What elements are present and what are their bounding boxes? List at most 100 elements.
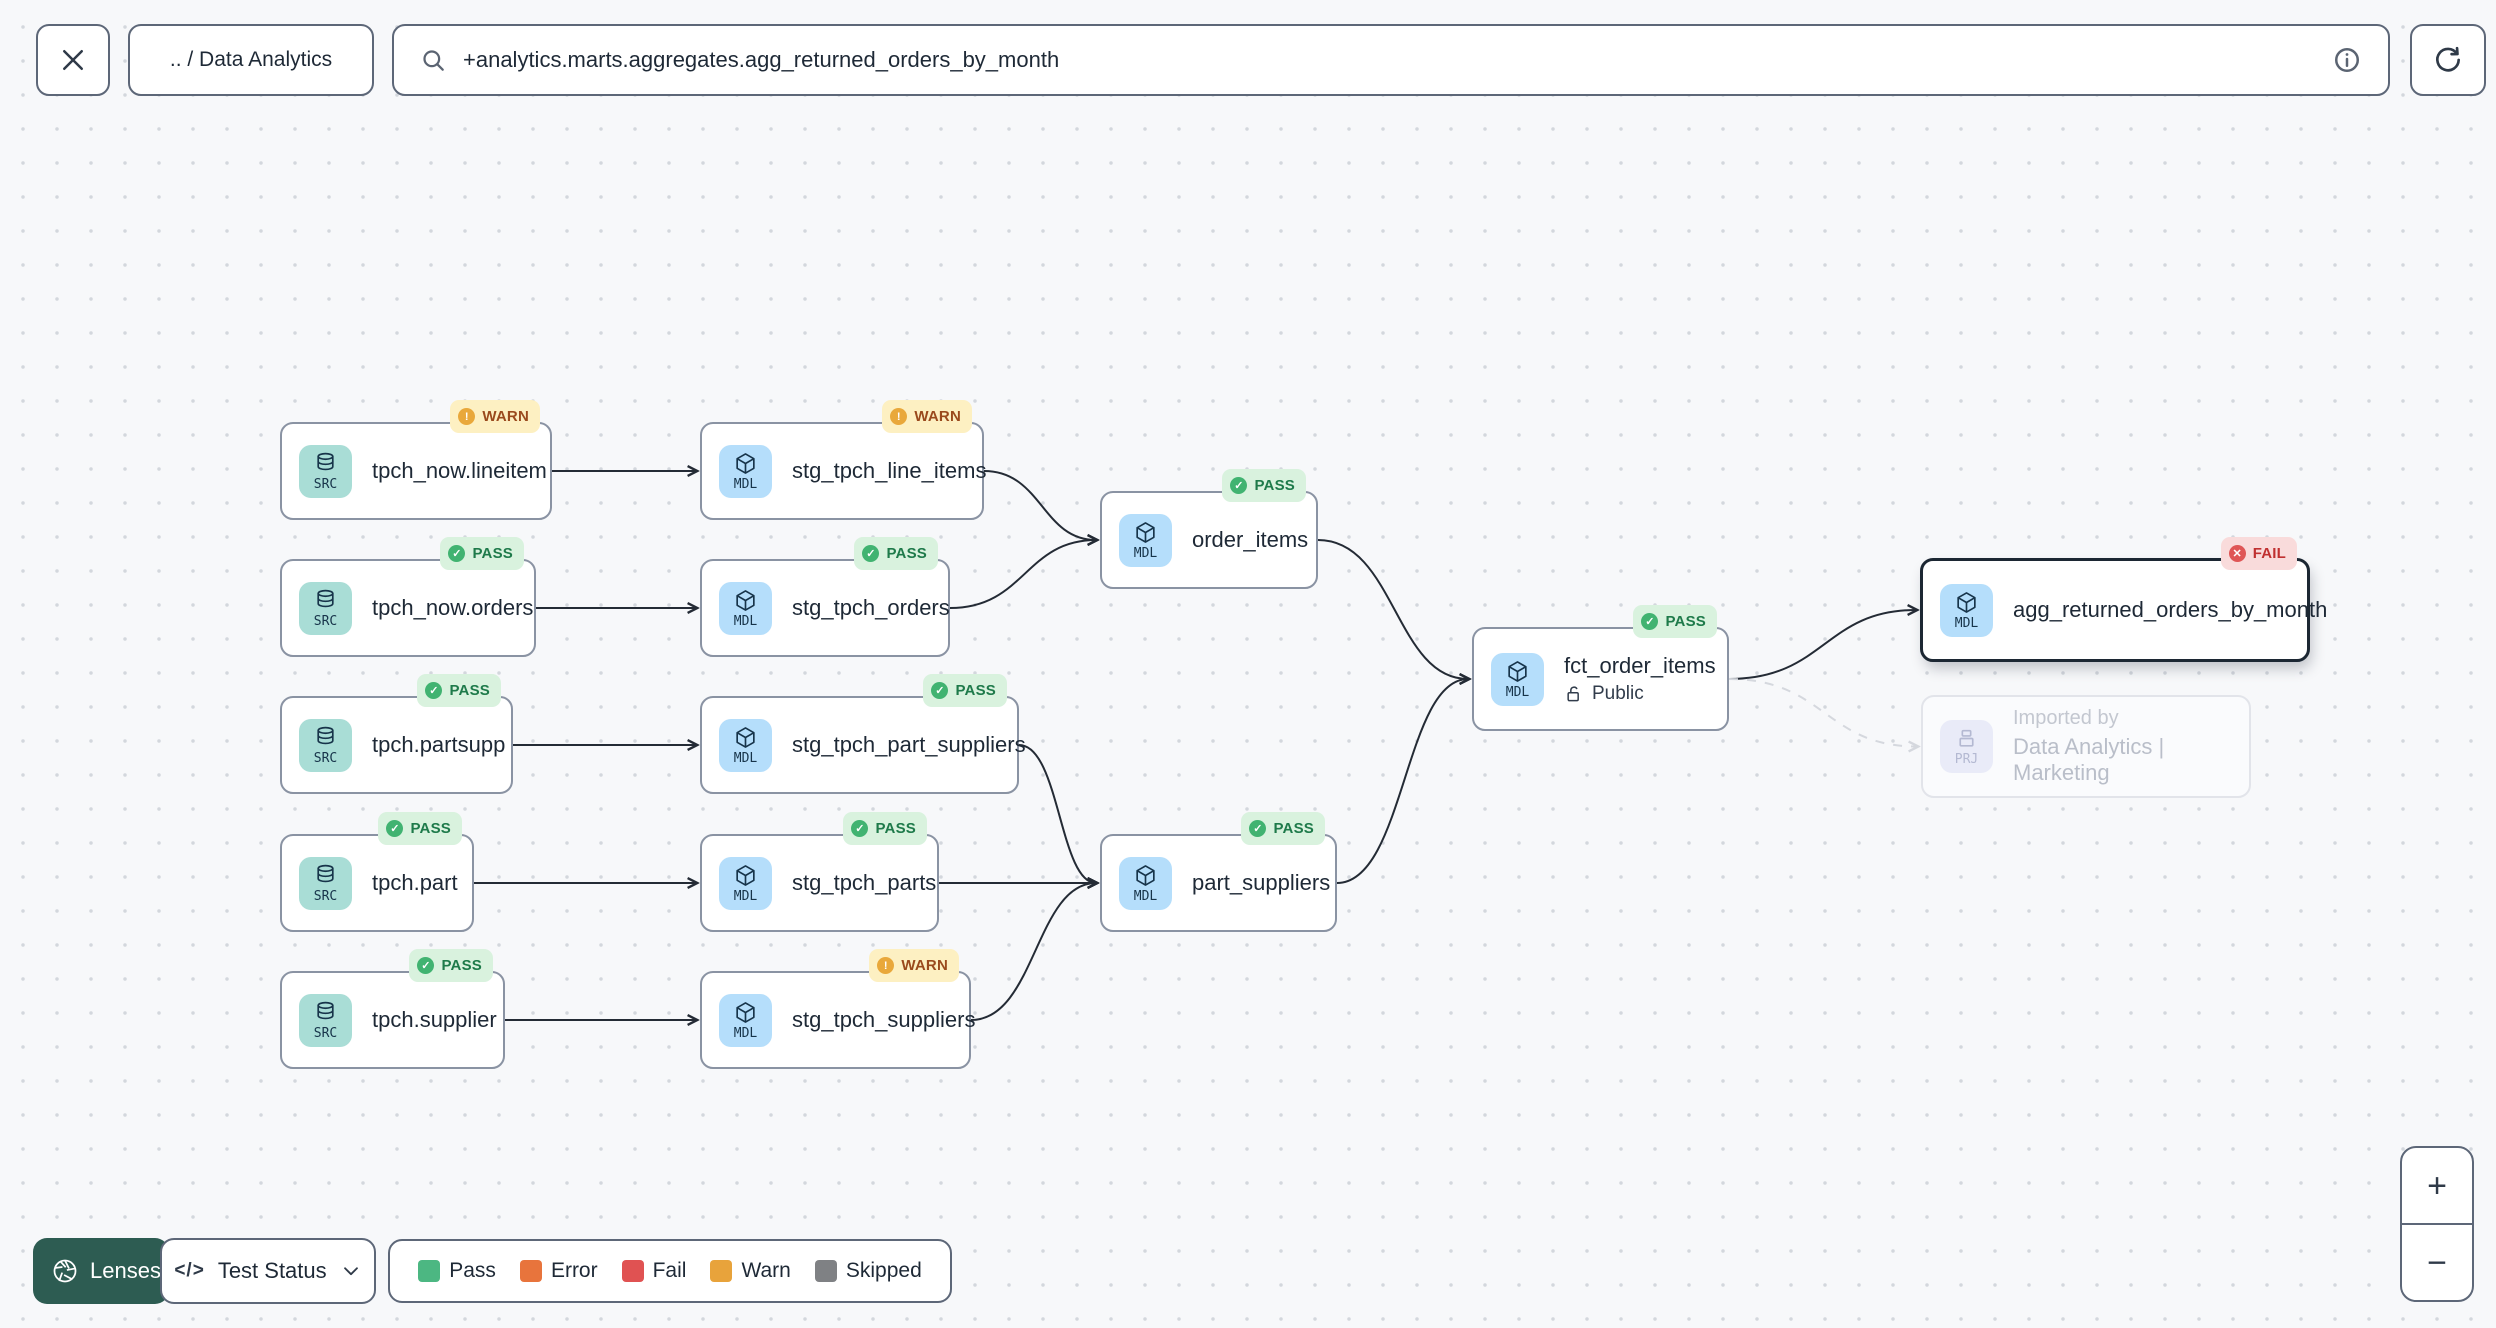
- node-kind-label: MDL: [733, 888, 758, 904]
- search-bar[interactable]: [392, 24, 2390, 96]
- node-kind-mdl: MDL: [719, 718, 772, 772]
- status-badge-warn: !WARN: [869, 949, 959, 982]
- legend-swatch-skipped: [814, 1260, 837, 1282]
- node-label: part_suppliers: [1192, 870, 1331, 895]
- node-kind-prj: PRJ: [1940, 720, 1993, 773]
- node-kind-label: MDL: [1133, 888, 1158, 904]
- node-access-badge: Public: [1564, 683, 1716, 705]
- lens-selector[interactable]: </> Test Status: [160, 1238, 376, 1304]
- status-dot-icon: !: [890, 408, 908, 425]
- zoom-in-button[interactable]: +: [2402, 1148, 2472, 1223]
- edge-stg_tpch_suppliers-to-part_suppliers: [970, 883, 1096, 1021]
- graph-node-tpch_now_lineitem[interactable]: SRC tpch_now.lineitem !WARN: [280, 400, 552, 520]
- lens-selected-label: Test Status: [217, 1258, 327, 1283]
- legend-item-error: Error: [519, 1259, 598, 1283]
- node-kind-mdl: MDL: [719, 444, 772, 498]
- cube-icon: [1957, 591, 1976, 613]
- status-dot-icon: ✓: [448, 545, 466, 562]
- status-dot-icon: ✓: [425, 682, 443, 699]
- node-kind-mdl: MDL: [719, 581, 772, 635]
- search-input[interactable]: [463, 47, 2316, 73]
- node-label: tpch.partsupp: [372, 732, 506, 757]
- refresh-icon: [2436, 46, 2460, 72]
- node-kind-label: MDL: [733, 1025, 758, 1041]
- status-badge-pass: ✓PASS: [378, 812, 462, 845]
- status-dot-icon: !: [458, 408, 476, 425]
- legend-swatch-pass: [418, 1260, 441, 1282]
- node-label: tpch.part: [372, 870, 458, 895]
- ghost-node-label: Data Analytics | Marketing: [2013, 734, 2165, 785]
- cube-icon: [736, 726, 755, 748]
- node-kind-label: MDL: [1954, 615, 1979, 631]
- node-kind-label: SRC: [313, 750, 338, 766]
- status-dot-icon: ✓: [1249, 820, 1267, 837]
- edge-fct_order_items-to-agg_returned_orders_by_month: [1728, 610, 1916, 680]
- code-icon: </>: [174, 1260, 205, 1281]
- legend-item-warn: Warn: [710, 1259, 791, 1283]
- node-kind-label: SRC: [313, 476, 338, 492]
- search-icon: [423, 49, 444, 71]
- cube-icon: [1136, 521, 1155, 543]
- cube-icon: [736, 1001, 755, 1023]
- status-dot-icon: ✕: [2228, 545, 2246, 562]
- node-kind-label: PRJ: [1954, 752, 1979, 767]
- legend-swatch-warn: [710, 1260, 733, 1282]
- status-badge-pass: ✓PASS: [854, 537, 938, 570]
- breadcrumb-label: .. / Data Analytics: [169, 48, 333, 71]
- node-label: tpch_now.lineitem: [372, 458, 547, 483]
- node-kind-label: MDL: [733, 476, 758, 492]
- status-badge-pass: ✓PASS: [1222, 469, 1306, 502]
- info-icon[interactable]: [2332, 45, 2362, 75]
- close-button[interactable]: [36, 24, 110, 96]
- graph-node-stg_tpch_parts[interactable]: MDL stg_tpch_parts ✓PASS: [700, 812, 939, 932]
- cube-icon: [1508, 660, 1527, 682]
- node-kind-mdl: MDL: [1119, 856, 1172, 910]
- database-icon: [317, 726, 334, 744]
- node-label: stg_tpch_parts: [792, 870, 937, 895]
- status-badge-pass: ✓PASS: [1633, 605, 1717, 638]
- status-dot-icon: ✓: [1230, 477, 1248, 494]
- zoom-out-button[interactable]: −: [2402, 1225, 2472, 1300]
- lenses-button[interactable]: Lenses: [33, 1238, 169, 1304]
- legend-label: Warn: [741, 1259, 791, 1282]
- status-badge-pass: ✓PASS: [1241, 812, 1325, 845]
- legend-label: Fail: [652, 1259, 687, 1282]
- status-badge-warn: !WARN: [450, 400, 540, 433]
- node-label: order_items: [1192, 527, 1309, 552]
- edge-order_items-to-fct_order_items: [1317, 539, 1468, 679]
- legend-label: Pass: [449, 1259, 496, 1282]
- node-kind-mdl: MDL: [1491, 652, 1544, 706]
- status-badge-pass: ✓PASS: [843, 812, 927, 845]
- database-icon: [317, 1001, 334, 1019]
- lenses-aperture-icon: [53, 1259, 77, 1283]
- status-badge-pass: ✓PASS: [409, 949, 493, 982]
- status-dot-icon: !: [877, 957, 895, 974]
- refresh-button[interactable]: [2410, 24, 2486, 96]
- cube-icon: [1136, 864, 1155, 886]
- node-label: fct_order_items: [1564, 653, 1716, 678]
- node-label: stg_tpch_line_items: [792, 458, 987, 483]
- status-dot-icon: ✓: [862, 545, 880, 562]
- node-kind-mdl: MDL: [719, 856, 772, 910]
- node-kind-mdl: MDL: [1940, 583, 1993, 637]
- status-dot-icon: ✓: [386, 820, 404, 837]
- graph-node-part_suppliers[interactable]: MDL part_suppliers ✓PASS: [1100, 812, 1337, 932]
- database-icon: [317, 864, 334, 882]
- node-kind-label: MDL: [733, 613, 758, 629]
- ghost-node-title: Imported by: [2013, 707, 2119, 729]
- status-badge-pass: ✓PASS: [923, 674, 1007, 707]
- breadcrumb[interactable]: .. / Data Analytics: [128, 24, 374, 96]
- node-access-label: Public: [1592, 683, 1644, 704]
